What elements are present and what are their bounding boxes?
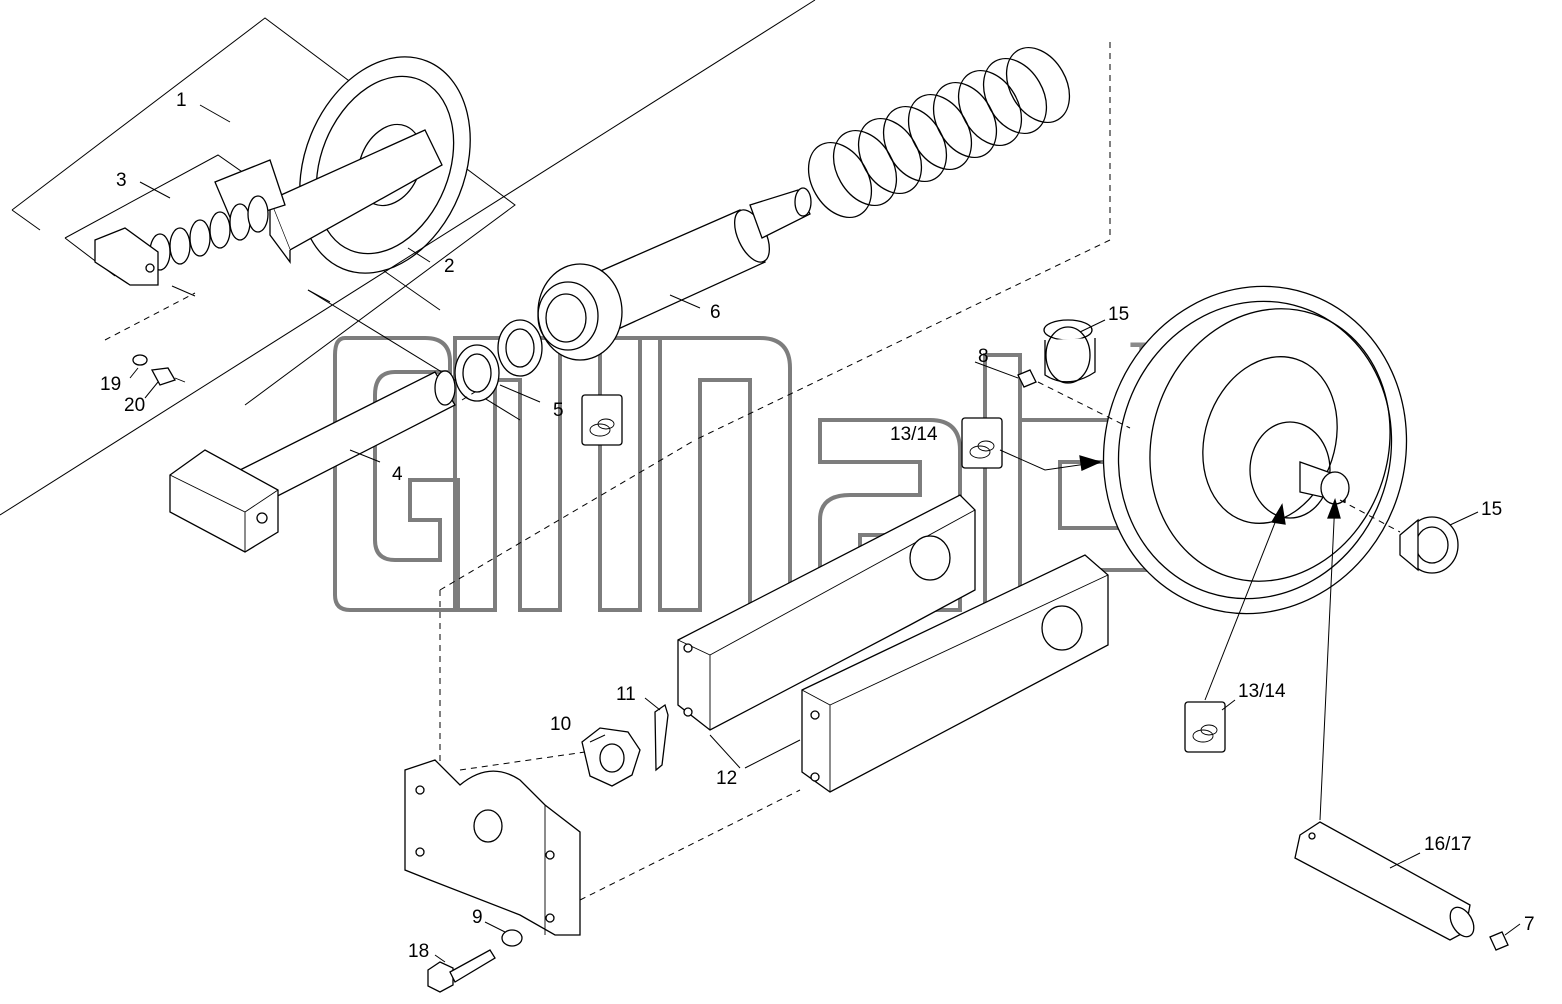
small-spring [149,195,269,271]
part-11-cotter-pin [654,703,669,772]
idler-wheel [1102,285,1408,615]
callout-19: 19 [100,374,121,395]
part-15-bushing-top [1043,319,1096,384]
part-10-nut [581,727,641,787]
callout-7: 7 [1524,914,1535,935]
callout-2: 2 [444,256,455,277]
callout-10: 10 [550,714,571,735]
part-12-plate-lower [801,554,1109,793]
part-12-plate-upper [677,494,976,731]
seal-kit-bag-3 [1184,701,1226,753]
part-5-rings [454,319,543,402]
callout-6: 6 [710,302,721,323]
leader-lines [129,104,1521,963]
callout-15-b: 15 [1481,499,1502,520]
callout-13-14-a: 13/14 [890,424,938,445]
part-18-bolt [427,949,496,993]
part-7-set-screw [1489,931,1509,951]
part-16-17-shaft [1294,821,1475,941]
mounting-bracket [404,759,581,936]
assembled-idler-unit [94,56,471,286]
callout-4: 4 [392,464,403,485]
grease-fitting-19-20 [104,292,196,386]
callout-5: 5 [553,400,564,421]
guide-dash-1 [694,42,1111,441]
callout-12: 12 [716,768,737,789]
divider-line [0,0,816,516]
callout-11: 11 [616,684,636,705]
part-15-bushing-right [1399,516,1459,574]
callout-13-14-b: 13/14 [1238,681,1286,702]
part-9-washer [501,929,523,947]
callout-18: 18 [408,941,429,962]
callout-8: 8 [978,346,989,367]
seal-kit-bag-1 [581,394,623,446]
callout-15-a: 15 [1108,304,1129,325]
part-6-rod [537,187,812,361]
large-spring [807,46,1071,219]
callout-9: 9 [472,907,483,928]
seal-kit-bag-2 [961,417,1003,469]
callout-16-17: 16/17 [1424,834,1472,855]
callout-3: 3 [116,170,127,191]
callout-1: 1 [176,90,187,111]
part-8-fitting [1017,369,1037,388]
part-4-cylinder [169,370,456,553]
callout-20: 20 [124,395,145,416]
